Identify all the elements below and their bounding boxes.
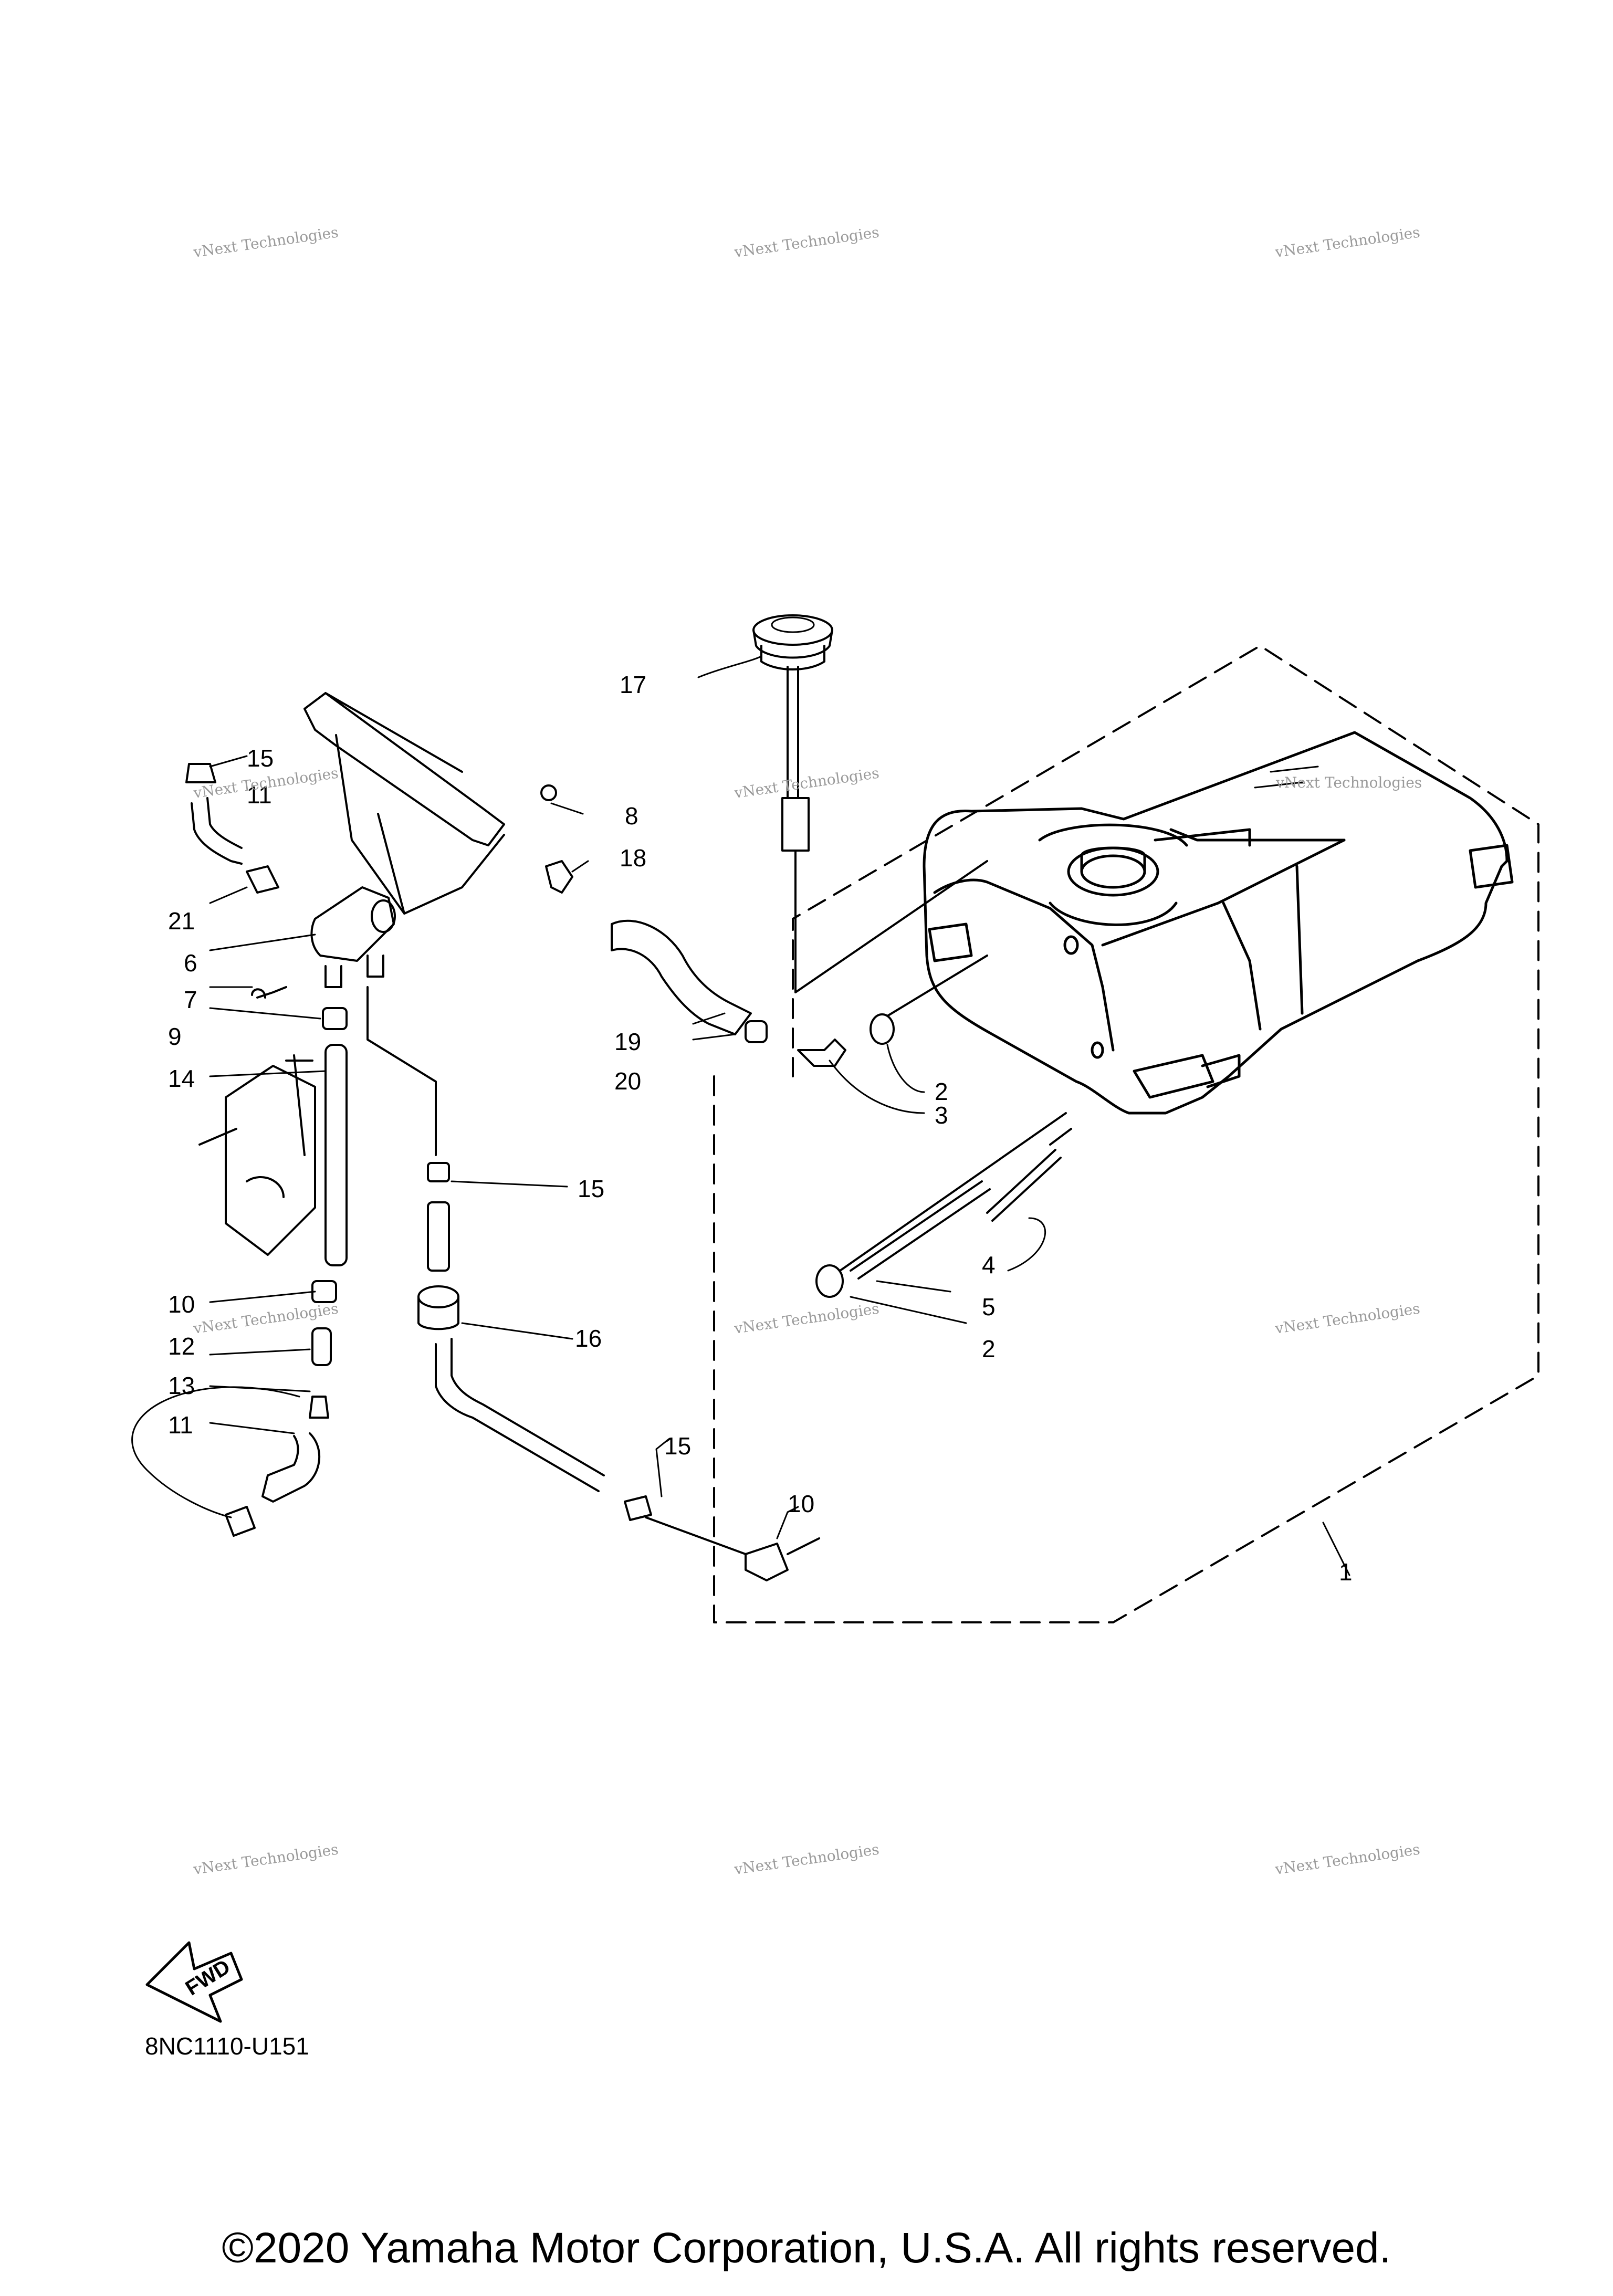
tank-assembly-outline <box>713 645 1539 1623</box>
fuel-pipe-4 <box>986 1128 1072 1222</box>
callout-2-lower: 2 <box>982 1335 996 1362</box>
callout-20: 20 <box>614 1067 641 1095</box>
fuel-tank <box>923 731 1514 1115</box>
fuel-pump-7 <box>310 886 396 988</box>
watermark-11: vNext Technologies <box>732 1841 880 1879</box>
callout-6: 10 <box>788 1490 814 1517</box>
callout-17: 17 <box>620 671 646 698</box>
callout-4: 4 <box>982 1251 996 1278</box>
watermark-5: vNext Technologies <box>732 764 880 802</box>
watermark-8: vNext Technologies <box>732 1300 880 1338</box>
cap-11-end <box>225 1506 256 1537</box>
grommet-lower <box>815 1112 1067 1298</box>
watermark-9: vNext Technologies <box>1273 1300 1421 1338</box>
nut-9 <box>540 784 557 801</box>
hose-15-segment <box>427 1201 450 1272</box>
callout-3: 3 <box>935 1102 948 1129</box>
callout-13: 13 <box>168 1372 195 1399</box>
callout-11-lower: 11 <box>168 1411 193 1439</box>
hose-11-upper <box>191 802 243 865</box>
callout-5: 5 <box>982 1293 996 1320</box>
watermark-2: vNext Technologies <box>732 224 880 261</box>
watermark-10: vNext Technologies <box>192 1841 339 1879</box>
callout-2-upper: 2 <box>935 1078 948 1105</box>
hose-14 <box>324 1044 348 1266</box>
watermark-3: vNext Technologies <box>1273 224 1421 261</box>
watermark-7: vNext Technologies <box>192 1300 339 1338</box>
callout-10-upper: 9 <box>168 1023 182 1050</box>
throttle-bracket <box>198 1065 316 1256</box>
rod-5 <box>850 1180 991 1280</box>
clip-18 <box>545 860 573 894</box>
callout-21: 21 <box>168 907 195 935</box>
callout-18: 18 <box>620 844 646 872</box>
clamp-21 <box>246 865 279 894</box>
watermark-6: vNext Technologies <box>1275 774 1422 791</box>
callout-8: 7 <box>184 986 197 1013</box>
cap-15-middle <box>427 1162 450 1182</box>
callout-14: 14 <box>168 1065 195 1092</box>
elbow-6 <box>745 1537 820 1581</box>
copyright-notice: ©2020 Yamaha Motor Corporation, U.S.A. A… <box>222 2224 1391 2272</box>
mounting-bracket <box>303 692 505 915</box>
hose-clamp-20 <box>745 1020 768 1043</box>
grommet-upper <box>870 955 988 1045</box>
fwd-arrow-icon <box>145 1941 243 2023</box>
part-code: 8NC1110-U151 <box>145 2032 309 2060</box>
callout-16: 16 <box>575 1325 602 1352</box>
callout-10-lower: 10 <box>168 1291 195 1318</box>
callout-11-top: 11 <box>247 781 272 809</box>
callout-19: 19 <box>614 1028 641 1055</box>
screw-8 <box>251 986 287 999</box>
callout-15-lower: 15 <box>664 1432 691 1460</box>
cap-13 <box>309 1396 329 1419</box>
filter-12 <box>311 1327 332 1366</box>
callout-7: 6 <box>184 949 197 977</box>
callout-9: 8 <box>625 802 638 830</box>
cap-15-top <box>185 763 216 783</box>
watermark-12: vNext Technologies <box>1273 1841 1421 1879</box>
cap-15-lower <box>624 1495 652 1521</box>
fuel-sender-cap <box>752 614 988 993</box>
callout-labels: 17 15 11 8 18 21 6 7 9 14 19 20 2 3 15 4… <box>168 671 1353 1586</box>
filter-16 <box>417 1285 459 1330</box>
breather-hose-19 <box>611 919 752 1035</box>
nut-10-upper <box>322 1007 348 1030</box>
watermark-1: vNext Technologies <box>192 224 339 261</box>
elbow-fitting-3 <box>797 1039 846 1067</box>
callout-1: 1 <box>1339 1558 1353 1586</box>
hose-11-lower <box>261 1432 321 1503</box>
callout-15-middle: 15 <box>578 1175 604 1202</box>
callout-12: 12 <box>168 1333 195 1360</box>
nut-10-lower <box>311 1280 337 1303</box>
callout-15-top: 15 <box>247 745 274 772</box>
